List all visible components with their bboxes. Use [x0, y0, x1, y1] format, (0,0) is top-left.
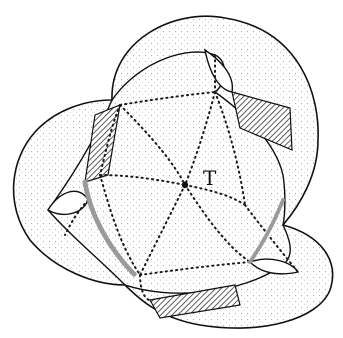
- outer-surface-outline: [14, 16, 333, 328]
- center-label: T: [203, 166, 217, 190]
- center-vertex: [182, 182, 188, 188]
